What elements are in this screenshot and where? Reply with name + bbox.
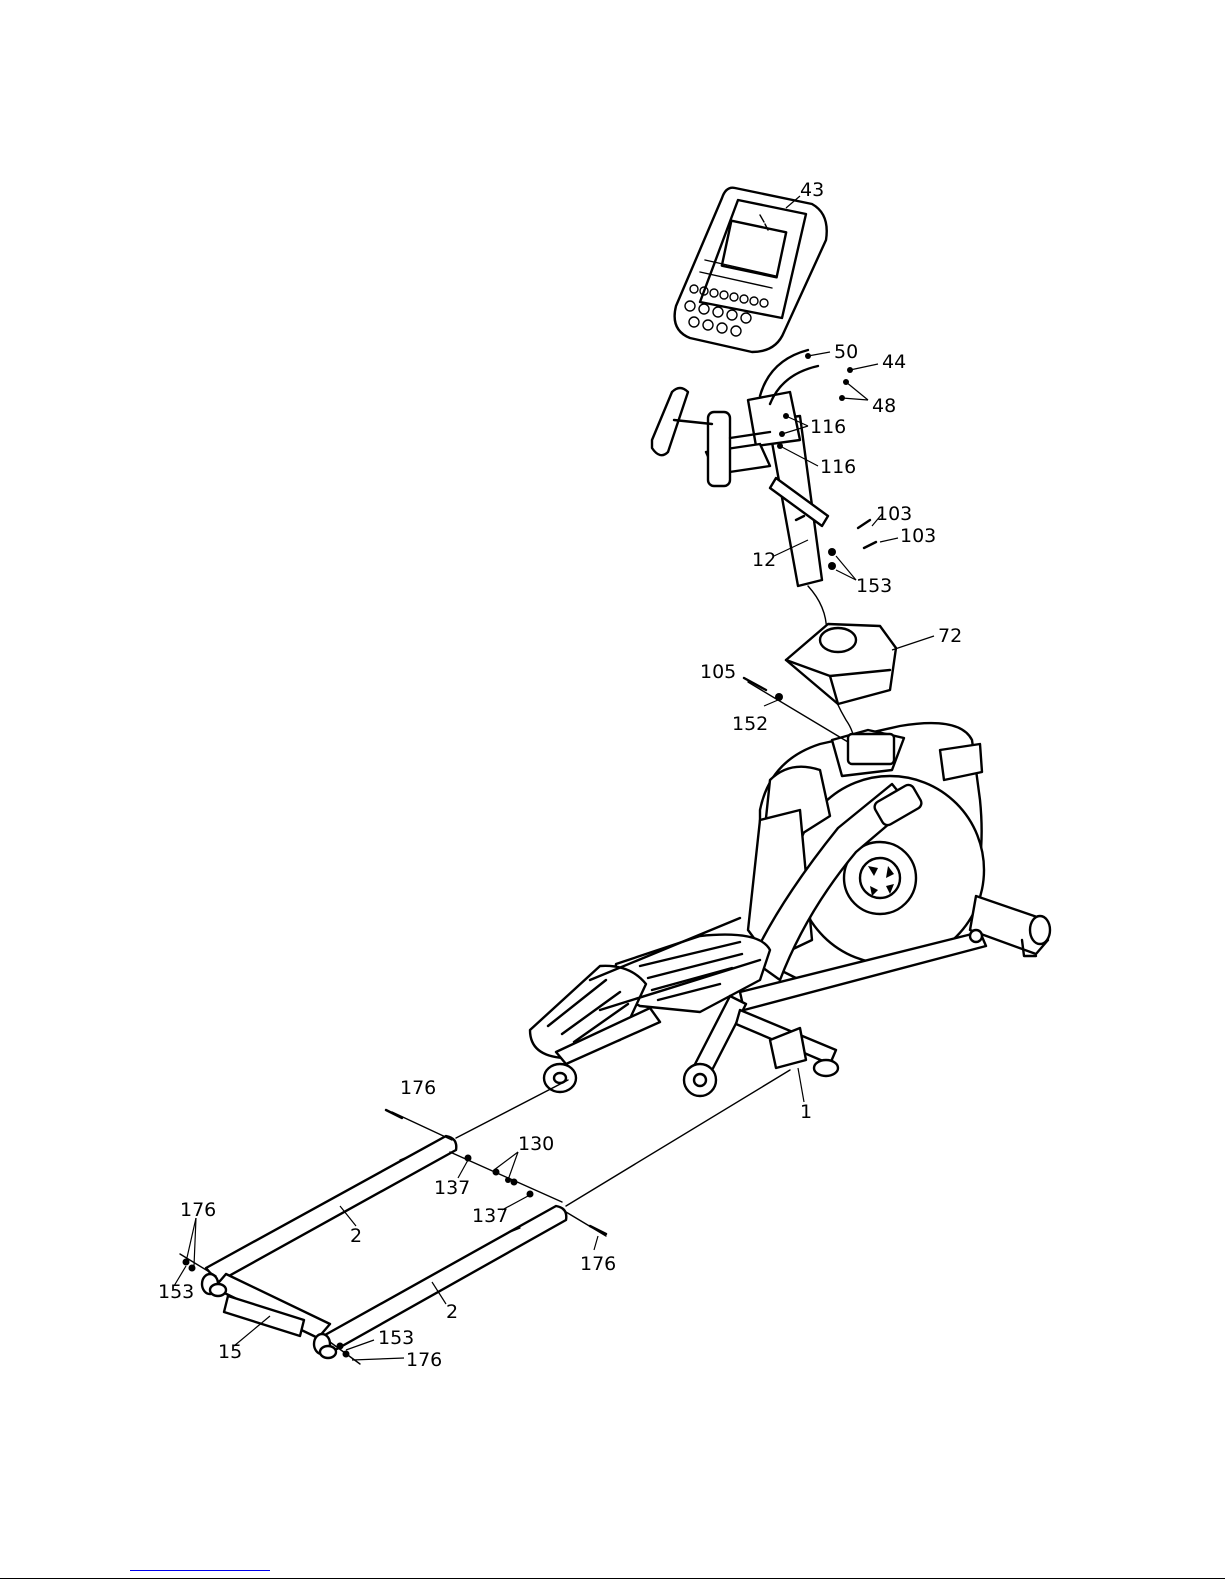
- callout-1: 1: [800, 1101, 812, 1123]
- callout-176-top: 176: [400, 1077, 436, 1099]
- callout-176-right: 176: [580, 1253, 616, 1275]
- callout-43: 43: [800, 179, 824, 201]
- callout-153-left: 153: [158, 1281, 194, 1303]
- callout-152: 152: [732, 713, 768, 735]
- callout-72: 72: [938, 625, 962, 647]
- page-bottom-rule: [0, 1578, 1225, 1579]
- console-part-43: [675, 188, 827, 352]
- callout-176-left: 176: [180, 1199, 216, 1221]
- shroud-part-72: [786, 624, 896, 704]
- callout-116-lower: 116: [820, 456, 856, 478]
- callout-50: 50: [834, 341, 858, 363]
- callout-137-lower: 137: [472, 1205, 508, 1227]
- callout-48: 48: [872, 395, 896, 417]
- callout-2-right: 2: [446, 1301, 458, 1323]
- callout-103-upper: 103: [876, 503, 912, 525]
- callout-103-lower: 103: [900, 525, 936, 547]
- callout-153-right: 153: [378, 1327, 414, 1349]
- callout-153-mast: 153: [856, 575, 892, 597]
- callout-116-upper: 116: [810, 416, 846, 438]
- callout-15: 15: [218, 1341, 242, 1363]
- callout-44: 44: [882, 351, 906, 373]
- callout-105: 105: [700, 661, 736, 683]
- callout-130: 130: [518, 1133, 554, 1155]
- callout-137-upper: 137: [434, 1177, 470, 1199]
- callout-2-left: 2: [350, 1225, 362, 1247]
- callout-176-bottom: 176: [406, 1349, 442, 1371]
- rail-part-2-left: [206, 1136, 456, 1282]
- footer-link-underline: [130, 1570, 270, 1571]
- callout-12: 12: [752, 549, 776, 571]
